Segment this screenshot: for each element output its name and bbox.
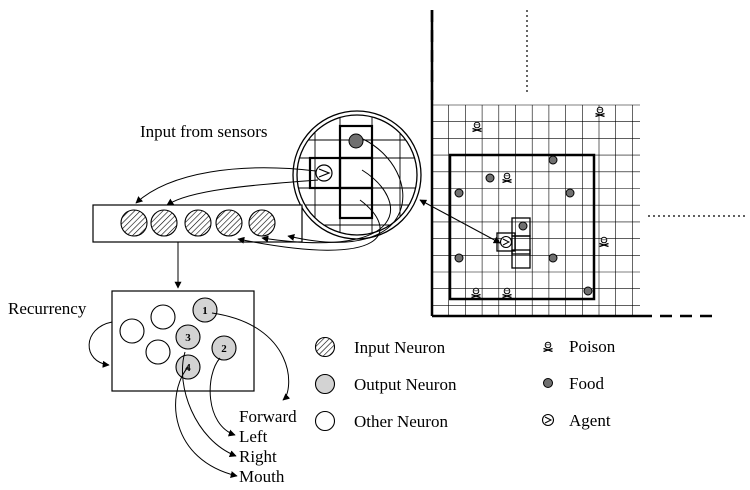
- sensor-arrow-2: [166, 179, 319, 206]
- output-neuron: [211, 335, 237, 361]
- output-arrow-forward: [211, 312, 291, 401]
- legend-food-icon: [543, 378, 553, 388]
- poison-icon: [595, 106, 605, 118]
- legend-other-neuron-label: Other Neuron: [354, 412, 448, 431]
- legend-output-neuron-label: Output Neuron: [354, 375, 457, 394]
- output-arrow-right: [181, 351, 237, 457]
- recurrency-arrow: [88, 321, 113, 368]
- input-neuron: [215, 209, 243, 237]
- magnified-food-icon: [348, 133, 364, 149]
- poison-icon: [599, 236, 609, 248]
- food-icon: [548, 253, 558, 263]
- input-neuron: [120, 209, 148, 237]
- sensor-arrow-4: [261, 169, 391, 244]
- output-forward-label: Forward: [239, 407, 297, 426]
- grid-lines: [431, 104, 640, 316]
- agent-view-outline: [496, 217, 531, 269]
- legend-output-neuron-icon: [314, 373, 336, 395]
- agent-icon: [499, 235, 513, 249]
- poison-icon: [502, 287, 512, 299]
- food-icon: [454, 188, 464, 198]
- legend-poison-label: Poison: [569, 337, 616, 356]
- food-icon: [548, 155, 558, 165]
- output-neuron-number: 4: [185, 362, 191, 374]
- poison-icon: [502, 172, 512, 184]
- food-icon: [485, 173, 495, 183]
- legend-input-neuron-label: Input Neuron: [354, 338, 446, 357]
- sensor-arrow-5: [237, 199, 381, 251]
- sensor-magnifier: [292, 110, 422, 240]
- sensor-arrow-1: [135, 167, 317, 204]
- poison-icon: [472, 121, 482, 133]
- input-neuron: [248, 209, 276, 237]
- output-neuron: [192, 297, 218, 323]
- magnified-agent-icon: [315, 164, 333, 182]
- neural-network: 1 2 3 4: [88, 204, 303, 392]
- recurrency-label: Recurrency: [8, 299, 87, 318]
- poison-icon: [471, 287, 481, 299]
- legend-input-neuron-icon: [314, 336, 336, 358]
- output-neuron-number: 3: [185, 332, 191, 344]
- legend-food-label: Food: [569, 374, 604, 393]
- food-icon: [518, 221, 528, 231]
- food-icon: [565, 188, 575, 198]
- world-grid: [430, 10, 745, 318]
- output-mouth-label: Mouth: [239, 467, 285, 485]
- output-neuron-number: 2: [221, 343, 227, 355]
- food-icon: [583, 286, 593, 296]
- input-neuron: [184, 209, 212, 237]
- legend: Input Neuron Output Neuron Other Neuron …: [314, 336, 616, 432]
- magnified-grid: [297, 115, 417, 235]
- legend-agent-icon: [541, 413, 555, 427]
- output-arrows: [175, 312, 291, 478]
- output-right-label: Right: [239, 447, 277, 466]
- output-arrow-mouth: [175, 366, 238, 478]
- food-icon: [454, 253, 464, 263]
- sensor-arrows: [135, 138, 501, 251]
- legend-other-neuron-icon: [314, 410, 336, 432]
- input-neuron: [150, 209, 178, 237]
- output-neuron-number: 1: [202, 305, 208, 317]
- legend-poison-icon: [543, 341, 553, 353]
- other-neuron: [150, 304, 176, 330]
- input-from-sensors-label: Input from sensors: [140, 122, 267, 141]
- legend-agent-label: Agent: [569, 411, 611, 430]
- other-neuron: [119, 318, 145, 344]
- other-neuron: [145, 339, 171, 365]
- output-neuron: [175, 324, 201, 350]
- input-neurons: [120, 209, 276, 237]
- world-to-magnifier-arrow: [419, 199, 501, 244]
- output-arrow-left: [209, 357, 236, 437]
- world-items: [454, 106, 609, 299]
- skull-crossbones-icon: [543, 341, 553, 353]
- output-left-label: Left: [239, 427, 268, 446]
